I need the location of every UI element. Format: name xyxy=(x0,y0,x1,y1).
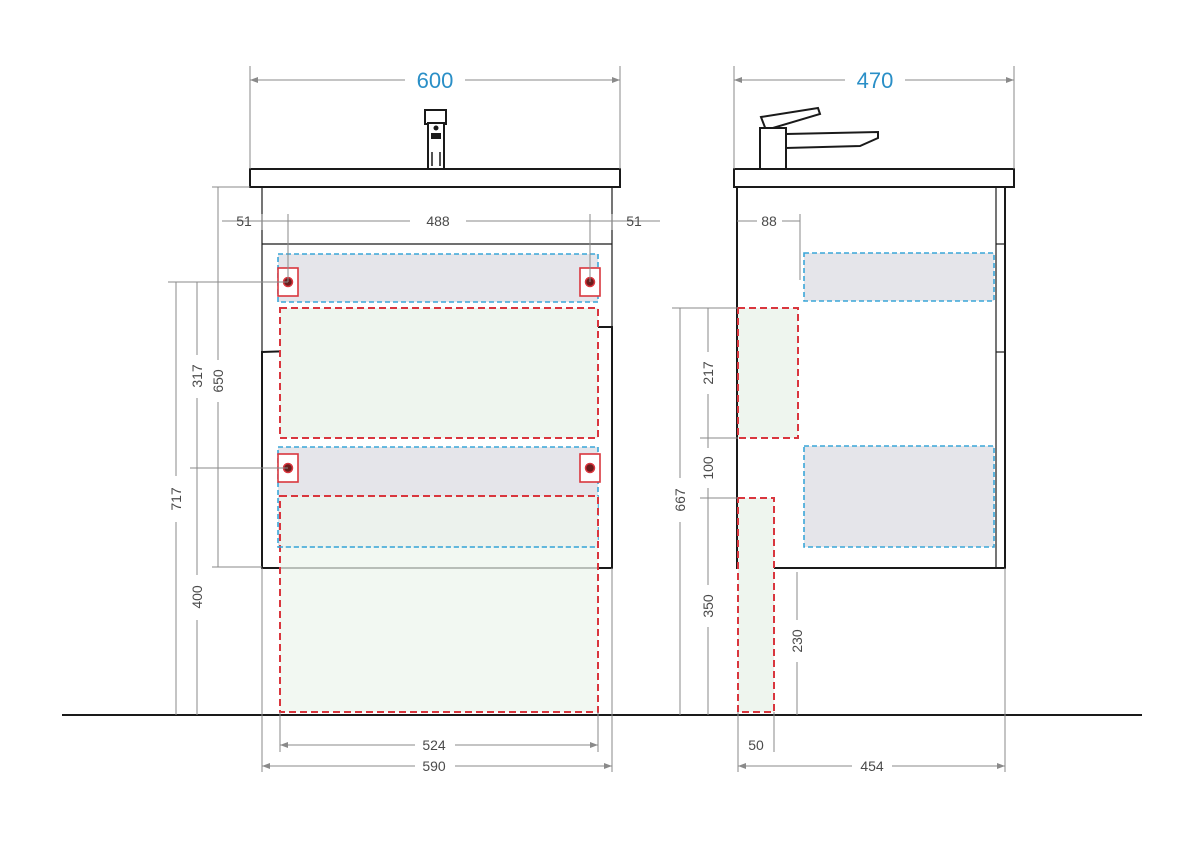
label-470: 470 xyxy=(857,68,894,93)
dim-front-verticals: 717 317 400 650 xyxy=(168,186,288,715)
basin-front xyxy=(249,168,621,188)
red-zone-pipe-side xyxy=(737,497,775,713)
label-100: 100 xyxy=(700,456,716,480)
label-600: 600 xyxy=(417,68,454,93)
dim-side-bottom: 50 454 xyxy=(737,568,1006,774)
faucet-side-icon xyxy=(759,106,879,170)
faucet-front-icon xyxy=(424,109,447,170)
label-454: 454 xyxy=(860,758,884,774)
dim-front-488-row: 51 488 51 xyxy=(222,213,660,282)
label-51-right: 51 xyxy=(626,213,642,229)
basin-side xyxy=(733,168,1015,188)
label-350: 350 xyxy=(700,594,716,618)
label-50: 50 xyxy=(748,737,764,753)
red-zone-lower-front xyxy=(279,495,599,713)
label-524: 524 xyxy=(422,737,446,753)
label-717: 717 xyxy=(168,487,184,511)
blue-zone-top-side xyxy=(803,252,995,302)
label-217: 217 xyxy=(700,361,716,385)
dim-front-600: 600 xyxy=(249,66,621,169)
red-zone-upper-side xyxy=(737,307,799,439)
blue-zone-top-front xyxy=(277,253,599,303)
label-317: 317 xyxy=(189,364,205,388)
dim-side-88: 88 xyxy=(737,213,801,280)
label-51-left: 51 xyxy=(236,213,252,229)
label-650: 650 xyxy=(210,369,226,393)
dim-side-verticals: 667 217 100 350 230 xyxy=(672,307,805,715)
label-400: 400 xyxy=(189,585,205,609)
label-590: 590 xyxy=(422,758,446,774)
dim-front-bottom: 524 590 xyxy=(261,568,613,774)
label-230: 230 xyxy=(789,629,805,653)
label-88: 88 xyxy=(761,213,777,229)
red-zone-upper-front xyxy=(279,307,599,439)
dim-side-470: 470 xyxy=(733,66,1015,169)
label-667: 667 xyxy=(672,488,688,512)
side-view: 470 88 667 217 100 xyxy=(672,66,1015,774)
blue-zone-mid-side xyxy=(803,445,995,548)
label-488: 488 xyxy=(426,213,450,229)
front-view: 600 51 488 51 717 xyxy=(168,66,660,774)
mount-point-bottom-right xyxy=(579,453,601,483)
